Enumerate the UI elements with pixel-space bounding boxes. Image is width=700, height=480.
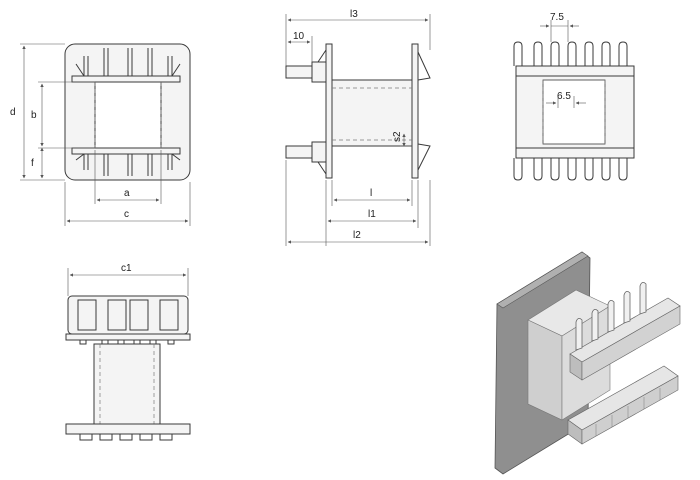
top-rail <box>515 65 635 77</box>
pin-block-top <box>285 65 313 79</box>
dim-label-b: b <box>31 110 37 121</box>
pin-block-bottom <box>285 145 313 159</box>
pins-top <box>75 48 181 77</box>
bottom-pin-bar <box>71 147 181 155</box>
view-top-right: 7.5 6.5 <box>513 12 635 181</box>
dim-label-c1: c1 <box>121 263 132 274</box>
bobbin-tube <box>331 79 413 147</box>
right-flange <box>411 43 419 179</box>
dim-label-a: a <box>124 188 130 199</box>
dim-label-l1: l1 <box>368 209 376 220</box>
bottom-rail <box>515 147 635 159</box>
dim-label-f: f <box>31 158 34 169</box>
core-window <box>94 81 162 149</box>
dim-label-c: c <box>124 209 129 220</box>
tube-side <box>93 343 161 425</box>
dim-label-l3: l3 <box>350 9 358 20</box>
top-pin-bar <box>71 75 181 83</box>
upper-base <box>65 333 191 341</box>
dim-label-s2: s2 <box>392 131 403 142</box>
dim-label-6-5: 6.5 <box>557 91 571 102</box>
view-top-middle: l3 10 s2 l l1 l2 <box>285 9 431 246</box>
pin-loops-top <box>513 41 628 66</box>
upper-bracket <box>67 295 189 335</box>
view-top-left: d b f a c <box>10 43 191 226</box>
dim-label-l: l <box>370 188 372 199</box>
pin-block-bottom-2 <box>311 141 327 163</box>
lower-base <box>65 423 191 435</box>
dim-label-10: 10 <box>293 31 305 42</box>
dim-label-7-5: 7.5 <box>550 12 564 23</box>
pin-loops-bottom <box>513 158 628 181</box>
pin-block-top-2 <box>311 61 327 83</box>
dim-label-l2: l2 <box>353 230 361 241</box>
view-bottom-left: c1 <box>65 263 191 441</box>
view-isometric <box>494 251 681 475</box>
dim-label-d: d <box>10 107 16 118</box>
left-flange <box>325 43 333 179</box>
pins-bottom <box>75 153 181 176</box>
